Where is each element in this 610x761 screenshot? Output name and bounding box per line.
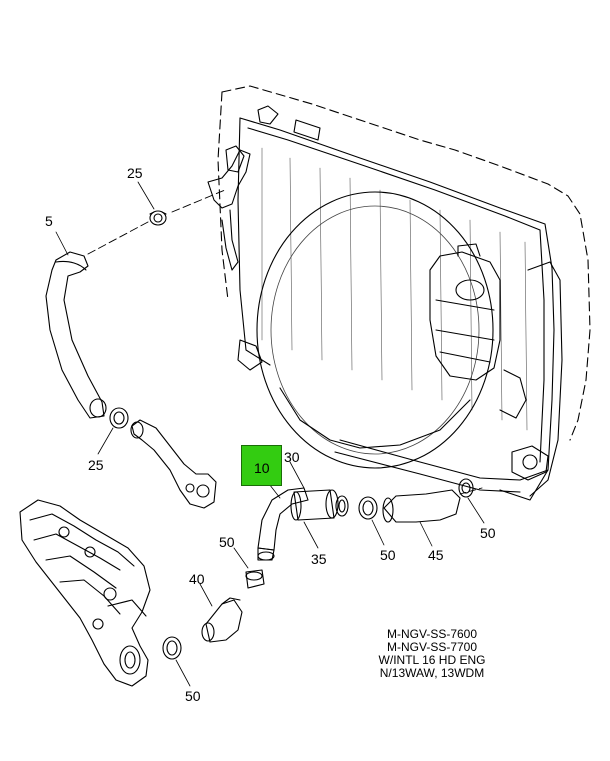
callout-45: 45 bbox=[428, 547, 444, 563]
callout-50-left: 50 bbox=[219, 534, 235, 550]
radiator-assembly bbox=[207, 85, 591, 501]
lower-tube-bracket bbox=[130, 419, 217, 509]
note-line: M-NGV-SS-7600 bbox=[386, 627, 478, 641]
callout-25-lower: 25 bbox=[88, 457, 104, 473]
highlighted-part-10: 10 bbox=[241, 445, 282, 486]
part-40-elbow-hose bbox=[201, 597, 243, 643]
note-line: W/INTL 16 HD ENG bbox=[378, 653, 486, 667]
callout-40: 40 bbox=[189, 571, 205, 587]
applicability-notes: M-NGV-SS-7600 M-NGV-SS-7700 W/INTL 16 HD… bbox=[362, 628, 502, 680]
part-25-lower-clamp bbox=[109, 407, 129, 429]
callout-5: 5 bbox=[45, 213, 53, 229]
part-35-clamp bbox=[335, 495, 349, 517]
part-5-upper-hose bbox=[45, 251, 107, 419]
part-30-coupling bbox=[290, 489, 339, 521]
note-line: N/13WAW, 13WDM bbox=[379, 666, 485, 680]
callout-50-mid: 50 bbox=[380, 547, 396, 563]
callout-50-bottom: 50 bbox=[185, 688, 201, 704]
part-45-lower-hose bbox=[382, 489, 461, 523]
part-50-right-clamp bbox=[458, 478, 474, 498]
note-line: M-NGV-SS-7700 bbox=[386, 640, 478, 654]
part-10-pipe bbox=[257, 487, 309, 561]
part-50-bottom-clamp bbox=[162, 636, 182, 660]
callout-30: 30 bbox=[284, 449, 300, 465]
callout-35: 35 bbox=[311, 551, 327, 567]
part-50-left-clamp bbox=[245, 569, 265, 589]
callout-10: 10 bbox=[254, 460, 270, 476]
engine-housing bbox=[19, 499, 151, 687]
part-25-upper-clamp bbox=[149, 210, 167, 226]
coolant-reservoir bbox=[429, 243, 501, 381]
part-50-mid-clamp bbox=[358, 496, 378, 520]
callout-25-upper: 25 bbox=[127, 165, 143, 181]
callout-50-right: 50 bbox=[480, 525, 496, 541]
